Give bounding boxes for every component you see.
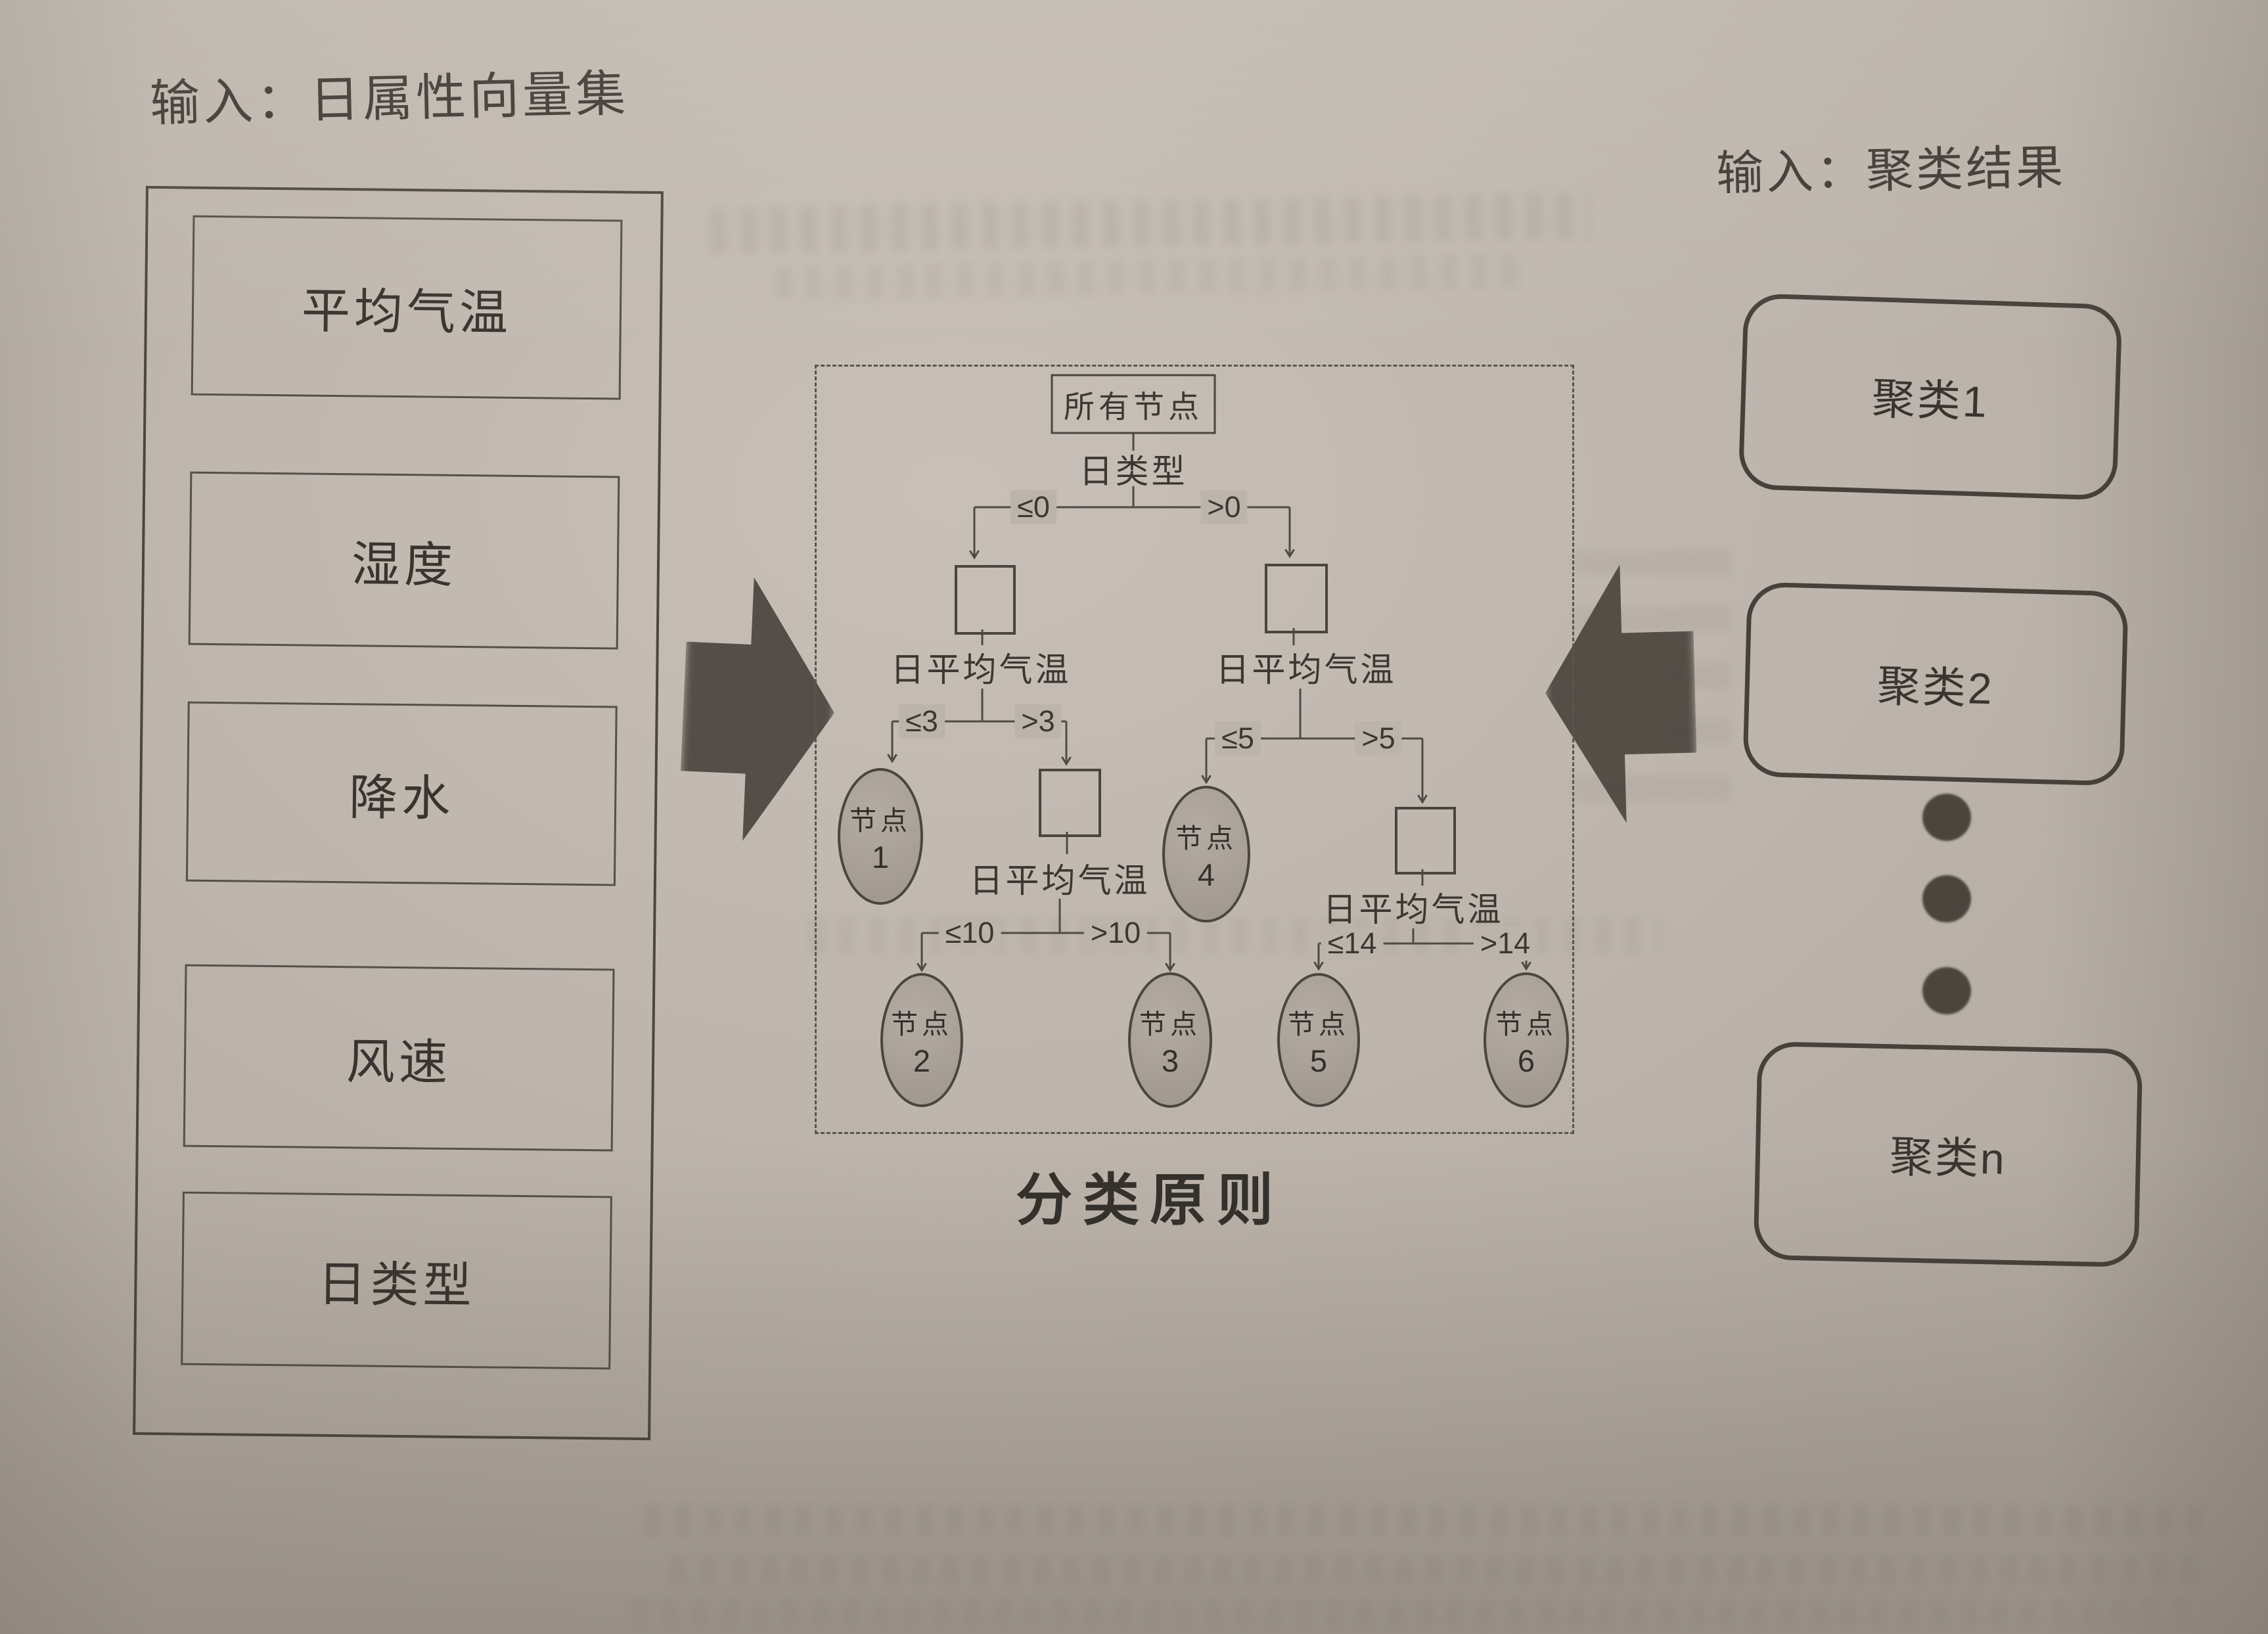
condition-label: >10 [1083,916,1148,950]
leaf-node-4: 节点 4 [1162,786,1250,922]
leaf-node-5: 节点 5 [1277,973,1360,1107]
bleed-through-smudge [644,1505,2208,1536]
classification-principle-box: 所有节点 日类型 ≤0 >0 日平均气温 日平均气温 ≤3 >3 节点 1 日平… [815,365,1574,1134]
attribute-vector-container: 平均气温 湿度 降水 风速 日类型 [133,185,664,1441]
bleed-through-smudge [775,253,1525,300]
condition-label: ≤3 [899,704,945,738]
attribute-box-avg-temp: 平均气温 [191,215,623,400]
split-feature-avg-temp: 日平均气温 [969,862,1150,899]
leaf-number: 2 [913,1043,931,1078]
bleed-through-smudge [670,1555,2201,1585]
attribute-box-humidity: 湿度 [188,471,620,650]
leaf-label: 节点 [1139,1009,1201,1039]
ellipsis-dot [1922,794,1971,841]
leaf-number: 1 [871,839,890,874]
attribute-label: 日类型 [317,1256,476,1313]
leaf-label: 节点 [891,1009,953,1039]
leaf-label: 节点 [1175,823,1237,853]
leaf-number: 3 [1161,1043,1179,1078]
ellipsis-dot [1922,875,1971,922]
cluster-box-n: 聚类n [1753,1041,2143,1268]
bleed-through-smudge [631,1599,2208,1627]
condition-label: ≤10 [938,916,1001,950]
cluster-label: 聚类n [1889,1132,2007,1183]
ellipsis-dot [1922,967,1971,1014]
condition-label: >3 [1014,704,1062,738]
condition-label: >0 [1200,490,1248,524]
leaf-node-2: 节点 2 [880,973,963,1107]
attribute-box-day-type: 日类型 [181,1191,612,1370]
figure-caption: 分类原则 [1016,1169,1284,1232]
condition-label: ≤5 [1215,721,1261,756]
attribute-label: 湿度 [351,536,457,593]
leaf-label: 节点 [1495,1009,1557,1039]
cluster-box-2: 聚类2 [1742,581,2129,786]
internal-node-box [1039,769,1101,837]
leaf-label: 节点 [1288,1009,1349,1039]
leaf-number: 5 [1309,1043,1328,1078]
attribute-label: 平均气温 [301,283,512,340]
attribute-label: 风速 [346,1033,452,1090]
split-feature-day-type: 日类型 [1079,453,1188,490]
leaf-number: 6 [1517,1043,1535,1078]
attribute-label: 降水 [348,769,455,826]
split-feature-avg-temp: 日平均气温 [1215,651,1397,689]
attribute-box-wind-speed: 风速 [183,964,615,1152]
tree-root-node: 所有节点 [1051,374,1216,434]
split-feature-avg-temp: 日平均气温 [890,651,1072,689]
leaf-node-6: 节点 6 [1484,972,1569,1108]
leaf-number: 4 [1197,857,1215,892]
cluster-label: 聚类2 [1876,661,1995,714]
right-input-title: 输入：聚类结果 [1715,141,2066,200]
condition-label: ≤0 [1010,490,1056,524]
cluster-box-1: 聚类1 [1738,293,2123,501]
internal-node-box [1265,564,1328,633]
leaf-node-1: 节点 1 [838,768,923,905]
internal-node-box [955,565,1016,635]
cluster-label: 聚类1 [1871,374,1989,426]
internal-node-box [1395,807,1456,874]
split-feature-avg-temp: 日平均气温 [1323,891,1504,928]
bleed-through-smudge [709,193,1591,254]
leaf-node-3: 节点 3 [1128,972,1212,1108]
condition-label: >14 [1473,926,1537,961]
left-input-title: 输入：日属性向量集 [149,66,629,132]
attribute-box-precipitation: 降水 [185,701,618,886]
leaf-label: 节点 [850,805,911,836]
condition-label: >5 [1355,721,1402,756]
condition-label: ≤14 [1321,926,1384,961]
